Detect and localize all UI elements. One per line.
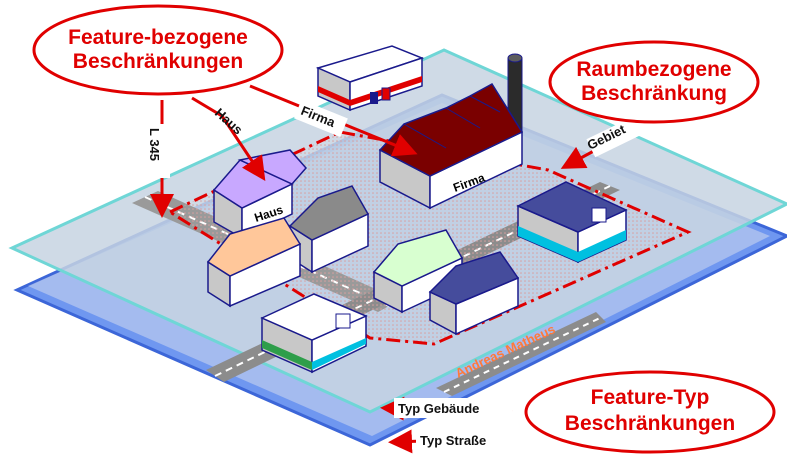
svg-text:L 345: L 345 [147, 128, 162, 161]
svg-text:Typ Straße: Typ Straße [420, 433, 486, 448]
callout-typ-line1: Feature-Typ [591, 386, 710, 409]
callout-feature-line1: Feature-bezogene [68, 26, 248, 49]
callout-area-constraint: Raumbezogene Beschränkung [550, 42, 758, 122]
callout-raum-line1: Raumbezogene [576, 58, 731, 81]
label-haus: Haus [212, 105, 246, 137]
label-l345: L 345 [142, 124, 170, 178]
callout-feature-line2: Beschränkungen [73, 50, 243, 73]
callout-feature-type-constraints: Feature-Typ Beschränkungen [526, 372, 774, 452]
callout-typ-line2: Beschränkungen [565, 412, 735, 435]
svg-text:Typ Gebäude: Typ Gebäude [398, 401, 479, 416]
label-typ-gebaeude: Typ Gebäude [394, 398, 512, 418]
label-typ-strasse: Typ Straße [416, 430, 514, 450]
svg-text:Haus: Haus [212, 105, 246, 137]
callout-raum-line2: Beschränkung [581, 82, 727, 105]
callout-feature-constraints: Feature-bezogene Beschränkungen [34, 6, 282, 94]
